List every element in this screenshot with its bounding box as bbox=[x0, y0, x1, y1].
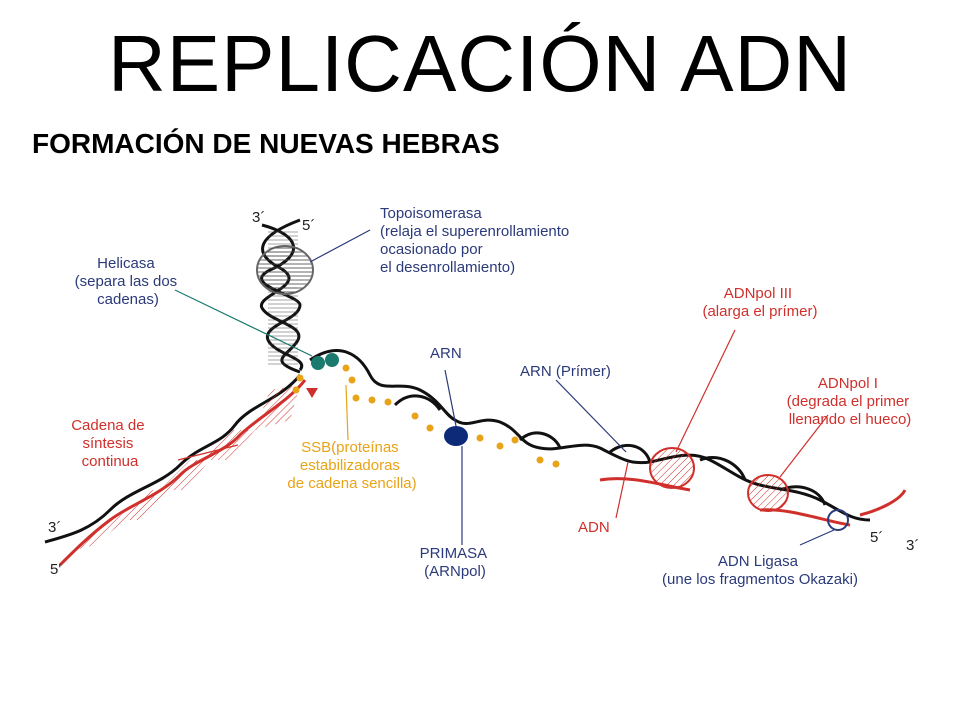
arn-label: ARN bbox=[430, 345, 462, 362]
ssb-label: SSB(proteínas estabilizadoras de cadena … bbox=[287, 439, 416, 492]
adnpol-i-label: ADNpol I (degrada el primer llenando el … bbox=[787, 375, 914, 428]
ligase-icon bbox=[827, 509, 849, 531]
left-5-end: 5' bbox=[50, 561, 61, 578]
left-3-end: 3´ bbox=[48, 519, 61, 536]
top-3-end: 3´ bbox=[252, 209, 265, 226]
labels: Topoisomerasa (relaja el superenrollamie… bbox=[48, 205, 919, 588]
lagging-strand bbox=[309, 349, 907, 531]
helicase-icon-a bbox=[311, 356, 325, 370]
primase-label: PRIMASA (ARNpol) bbox=[420, 545, 491, 580]
adn-label: ADN bbox=[578, 519, 610, 536]
leader-lines bbox=[174, 229, 835, 546]
helicase-icon-b bbox=[325, 353, 339, 367]
leading-strand bbox=[44, 374, 318, 567]
adnpol-i-icon bbox=[747, 474, 789, 512]
parental-helix bbox=[256, 218, 314, 374]
page-title: REPLICACIÓN ADN bbox=[107, 19, 853, 108]
ligase-label: ADN Ligasa (une los fragmentos Okazaki) bbox=[662, 553, 858, 588]
ssb-proteins bbox=[292, 364, 560, 468]
replication-fork-diagram: Topoisomerasa (relaja el superenrollamie… bbox=[44, 205, 919, 588]
leading-arrow-icon bbox=[306, 388, 318, 398]
adnpol-iii-icon bbox=[649, 447, 695, 489]
right-5-end: 5´ bbox=[870, 529, 883, 546]
helicase-label: Helicasa (separa las dos cadenas) bbox=[75, 255, 182, 308]
topoisomerase-label: Topoisomerasa (relaja el superenrollamie… bbox=[380, 205, 573, 276]
adnpol-iii-label: ADNpol III (alarga el prímer) bbox=[702, 285, 817, 320]
page-subtitle: FORMACIÓN DE NUEVAS HEBRAS bbox=[32, 128, 500, 159]
continuous-strand-label: Cadena de síntesis continua bbox=[71, 417, 149, 470]
top-5-end: 5´ bbox=[302, 217, 315, 234]
right-3-end: 3´ bbox=[906, 537, 919, 554]
arn-primer-label: ARN (Prímer) bbox=[520, 363, 611, 380]
primase-icon bbox=[444, 426, 468, 446]
